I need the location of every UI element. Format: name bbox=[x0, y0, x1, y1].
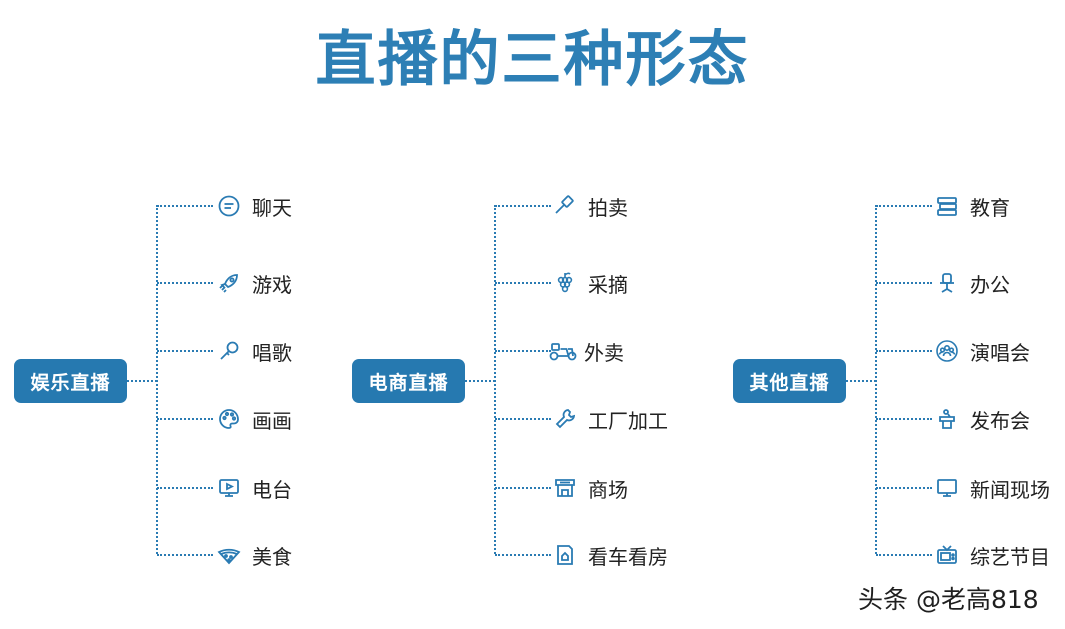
house-document-icon bbox=[552, 542, 578, 568]
tv-icon bbox=[934, 542, 960, 568]
leaf-item: 新闻现场 bbox=[934, 472, 1050, 504]
delivery-scooter-icon bbox=[548, 338, 578, 364]
store-icon bbox=[552, 475, 578, 501]
palette-icon bbox=[216, 406, 242, 432]
connector bbox=[157, 554, 213, 556]
connector bbox=[157, 418, 213, 420]
leaf-item: 美食 bbox=[216, 539, 292, 571]
podium-icon bbox=[934, 406, 960, 432]
books-icon bbox=[934, 193, 960, 219]
connector bbox=[465, 380, 495, 382]
branch-line bbox=[875, 205, 877, 554]
rocket-icon bbox=[216, 270, 242, 296]
root-node-ecommerce: 电商直播 bbox=[352, 359, 465, 403]
leaf-item: 演唱会 bbox=[934, 335, 1030, 367]
leaf-item: 聊天 bbox=[216, 190, 292, 222]
grapes-icon bbox=[552, 270, 578, 296]
root-node-other: 其他直播 bbox=[733, 359, 846, 403]
monitor-icon bbox=[934, 475, 960, 501]
connector bbox=[876, 487, 932, 489]
chat-bubble-icon bbox=[216, 193, 242, 219]
screen-play-icon bbox=[216, 475, 242, 501]
leaf-item: 教育 bbox=[934, 190, 1010, 222]
leaf-item: 办公 bbox=[934, 267, 1010, 299]
branch-line bbox=[156, 205, 158, 554]
connector bbox=[495, 350, 551, 352]
connector bbox=[495, 554, 551, 556]
connector bbox=[495, 205, 551, 207]
connector bbox=[127, 380, 157, 382]
leaf-item: 发布会 bbox=[934, 403, 1030, 435]
gavel-icon bbox=[552, 193, 578, 219]
connector bbox=[876, 418, 932, 420]
connector bbox=[495, 487, 551, 489]
leaf-item: 工厂加工 bbox=[552, 403, 668, 435]
root-node-entertainment: 娱乐直播 bbox=[14, 359, 127, 403]
connector bbox=[876, 350, 932, 352]
audience-icon bbox=[934, 338, 960, 364]
office-chair-icon bbox=[934, 270, 960, 296]
leaf-item: 综艺节目 bbox=[934, 539, 1050, 571]
connector bbox=[876, 554, 932, 556]
connector bbox=[157, 487, 213, 489]
wrench-icon bbox=[552, 406, 578, 432]
leaf-item: 采摘 bbox=[552, 267, 628, 299]
connector bbox=[495, 282, 551, 284]
connector bbox=[157, 205, 213, 207]
pizza-slice-icon bbox=[216, 542, 242, 568]
leaf-item: 唱歌 bbox=[216, 335, 292, 367]
page-title: 直播的三种形态 bbox=[315, 25, 750, 95]
leaf-item: 电台 bbox=[216, 472, 292, 504]
microphone-icon bbox=[216, 338, 242, 364]
branch-line bbox=[494, 205, 496, 554]
leaf-item: 拍卖 bbox=[552, 190, 628, 222]
leaf-item: 外卖 bbox=[548, 335, 624, 367]
connector bbox=[876, 282, 932, 284]
leaf-item: 看车看房 bbox=[552, 539, 668, 571]
leaf-item: 游戏 bbox=[216, 267, 292, 299]
leaf-item: 商场 bbox=[552, 472, 628, 504]
watermark: 头条 @老高818 bbox=[858, 585, 1039, 614]
connector bbox=[157, 350, 213, 352]
connector bbox=[495, 418, 551, 420]
connector bbox=[157, 282, 213, 284]
connector bbox=[846, 380, 876, 382]
connector bbox=[876, 205, 932, 207]
leaf-item: 画画 bbox=[216, 403, 292, 435]
